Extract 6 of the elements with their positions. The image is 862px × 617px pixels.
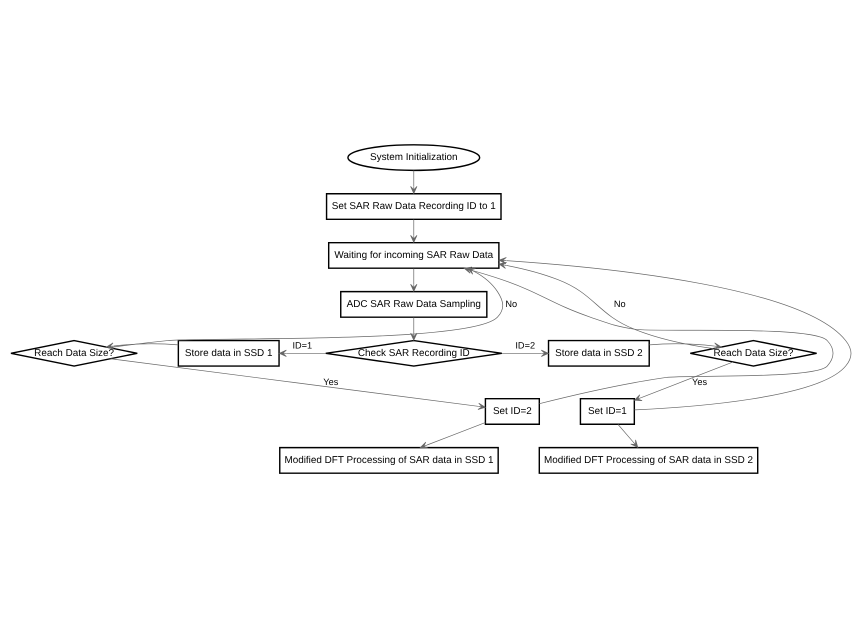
edge-label: No — [614, 298, 626, 308]
edge-label: Yes — [323, 376, 338, 386]
edge-label: Yes — [692, 376, 708, 386]
edge-label: No — [505, 298, 518, 308]
edge-label: ID=1 — [292, 340, 312, 350]
edge-label: ID=2 — [515, 340, 536, 350]
